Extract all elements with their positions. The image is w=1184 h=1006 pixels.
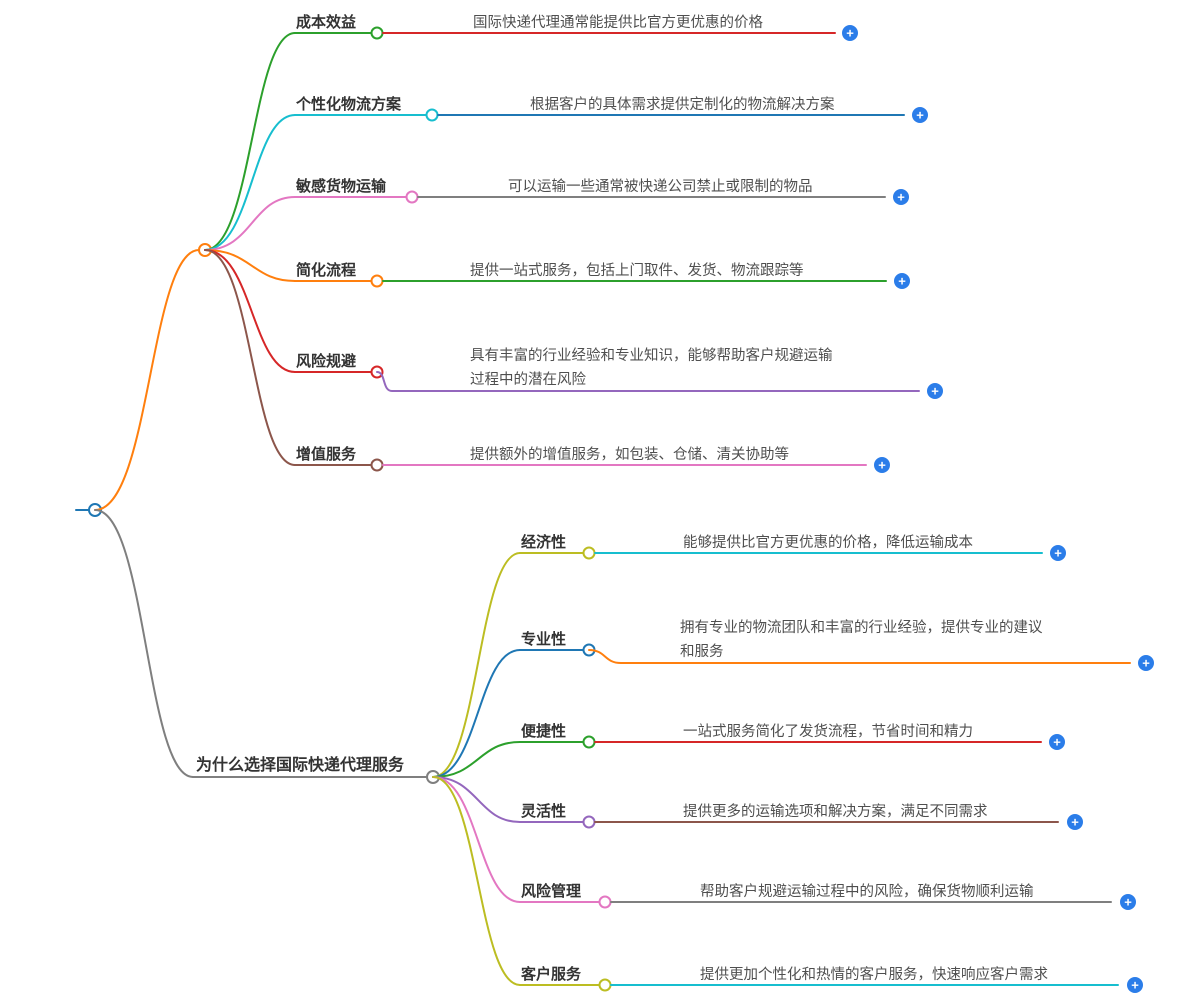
node-cost-benefit: 成本效益 国际快递代理通常能提供比官方更优惠的价格 + — [204, 13, 858, 251]
expand-circle — [1138, 655, 1154, 671]
expand-circle — [1067, 814, 1083, 830]
branch-curve — [432, 776, 521, 903]
node-sensitive-goods: 敏感货物运输 可以运输一些通常被快递公司禁止或限制的物品 + — [204, 177, 909, 251]
node-customer-service: 客户服务 提供更加个性化和热情的客户服务，快速响应客户需求 + — [432, 776, 1143, 993]
node-connector-circle[interactable] — [370, 458, 384, 472]
node-risk-management: 风险管理 帮助客户规避运输过程中的风险，确保货物顺利运输 + — [432, 776, 1136, 910]
branch-curve-root-to-top-hub — [94, 249, 200, 511]
expand-button[interactable]: + — [1120, 894, 1136, 910]
desc-text: 一站式服务简化了发货流程，节省时间和精力 — [683, 723, 973, 740]
node-connector-circle[interactable] — [582, 546, 596, 560]
bottom-hub-node: 为什么选择国际快递代理服务 — [94, 509, 440, 784]
desc-text-line2: 和服务 — [680, 643, 724, 660]
branch-curve — [432, 776, 521, 986]
node-label: 灵活性 — [521, 802, 566, 820]
expand-circle — [1050, 545, 1066, 561]
node-connector-circle[interactable] — [582, 815, 596, 829]
expand-circle — [1049, 734, 1065, 750]
expand-circle — [1120, 894, 1136, 910]
expand-button[interactable]: + — [894, 273, 910, 289]
branch-curve — [432, 776, 521, 823]
expand-circle — [927, 383, 943, 399]
node-simplified-process: 简化流程 提供一站式服务，包括上门取件、发货、物流跟踪等 + — [204, 249, 910, 289]
desc-text-line1: 拥有专业的物流团队和丰富的行业经验，提供专业的建议 — [680, 618, 1043, 636]
node-label: 风险管理 — [521, 882, 581, 900]
node-connector-circle[interactable] — [582, 735, 596, 749]
node-professionalism: 专业性 拥有专业的物流团队和丰富的行业经验，提供专业的建议 和服务 + — [432, 618, 1154, 778]
expand-circle — [1127, 977, 1143, 993]
expand-circle — [912, 107, 928, 123]
desc-text: 根据客户的具体需求提供定制化的物流解决方案 — [530, 95, 835, 113]
node-convenience: 便捷性 一站式服务简化了发货流程，节省时间和精力 + — [432, 722, 1065, 778]
node-label: 简化流程 — [296, 261, 356, 279]
desc-text: 国际快递代理通常能提供比官方更优惠的价格 — [473, 14, 763, 31]
branch-curve — [432, 552, 521, 778]
expand-button[interactable]: + — [927, 383, 943, 399]
node-connector-circle[interactable] — [598, 978, 612, 992]
branch-curve — [204, 196, 296, 251]
node-label: 敏感货物运输 — [295, 177, 387, 195]
expand-circle — [874, 457, 890, 473]
node-label: 经济性 — [521, 533, 566, 551]
desc-text: 能够提供比官方更优惠的价格，降低运输成本 — [683, 534, 973, 551]
expand-button[interactable]: + — [1127, 977, 1143, 993]
top-hub-node — [94, 243, 212, 511]
desc-text: 帮助客户规避运输过程中的风险，确保货物顺利运输 — [700, 883, 1034, 900]
desc-text-line1: 具有丰富的行业经验和专业知识，能够帮助客户规避运输 — [470, 346, 833, 364]
expand-button[interactable]: + — [1067, 814, 1083, 830]
desc-underline — [376, 371, 920, 392]
branch-curve — [204, 114, 296, 251]
node-connector-circle[interactable] — [370, 26, 384, 40]
node-value-added-services: 增值服务 提供额外的增值服务，如包装、仓储、清关协助等 + — [204, 249, 890, 473]
expand-circle — [894, 273, 910, 289]
node-connector-circle[interactable] — [425, 108, 439, 122]
branch-curve — [204, 32, 296, 251]
expand-circle — [893, 189, 909, 205]
node-label: 风险规避 — [296, 352, 356, 370]
desc-text: 提供更加个性化和热情的客户服务，快速响应客户需求 — [700, 965, 1048, 983]
expand-button[interactable]: + — [1138, 655, 1154, 671]
bottom-hub-label: 为什么选择国际快递代理服务 — [196, 755, 405, 774]
desc-text-line2: 过程中的潜在风险 — [470, 371, 586, 388]
branch-curve — [204, 249, 296, 466]
desc-text: 提供一站式服务，包括上门取件、发货、物流跟踪等 — [470, 261, 804, 279]
node-economy: 经济性 能够提供比官方更优惠的价格，降低运输成本 + — [432, 533, 1066, 778]
node-label: 专业性 — [521, 630, 566, 648]
expand-button[interactable]: + — [842, 25, 858, 41]
node-label: 客户服务 — [520, 965, 582, 983]
node-connector-circle[interactable] — [405, 190, 419, 204]
expand-button[interactable]: + — [1049, 734, 1065, 750]
node-connector-circle[interactable] — [370, 274, 384, 288]
desc-text: 提供额外的增值服务，如包装、仓储、清关协助等 — [470, 445, 789, 463]
desc-text: 可以运输一些通常被快递公司禁止或限制的物品 — [508, 178, 813, 195]
node-personalized-logistics: 个性化物流方案 根据客户的具体需求提供定制化的物流解决方案 + — [204, 95, 928, 251]
node-label: 成本效益 — [296, 13, 356, 31]
expand-button[interactable]: + — [912, 107, 928, 123]
expand-button[interactable]: + — [893, 189, 909, 205]
node-connector-circle[interactable] — [598, 895, 612, 909]
expand-circle — [842, 25, 858, 41]
branch-curve — [204, 249, 296, 373]
node-label: 增值服务 — [296, 445, 357, 463]
branch-curve — [432, 649, 521, 778]
node-risk-avoidance: 风险规避 具有丰富的行业经验和专业知识，能够帮助客户规避运输 过程中的潜在风险 … — [204, 249, 943, 399]
desc-underline — [588, 649, 1131, 664]
expand-button[interactable]: + — [874, 457, 890, 473]
branch-curve-root-to-bottom-hub — [94, 509, 194, 778]
expand-button[interactable]: + — [1050, 545, 1066, 561]
branch-curve — [432, 741, 521, 778]
desc-text: 提供更多的运输选项和解决方案，满足不同需求 — [683, 802, 988, 820]
node-label: 个性化物流方案 — [295, 95, 402, 113]
branch-curve — [204, 249, 296, 282]
node-flexibility: 灵活性 提供更多的运输选项和解决方案，满足不同需求 + — [432, 776, 1083, 830]
node-label: 便捷性 — [521, 722, 566, 740]
